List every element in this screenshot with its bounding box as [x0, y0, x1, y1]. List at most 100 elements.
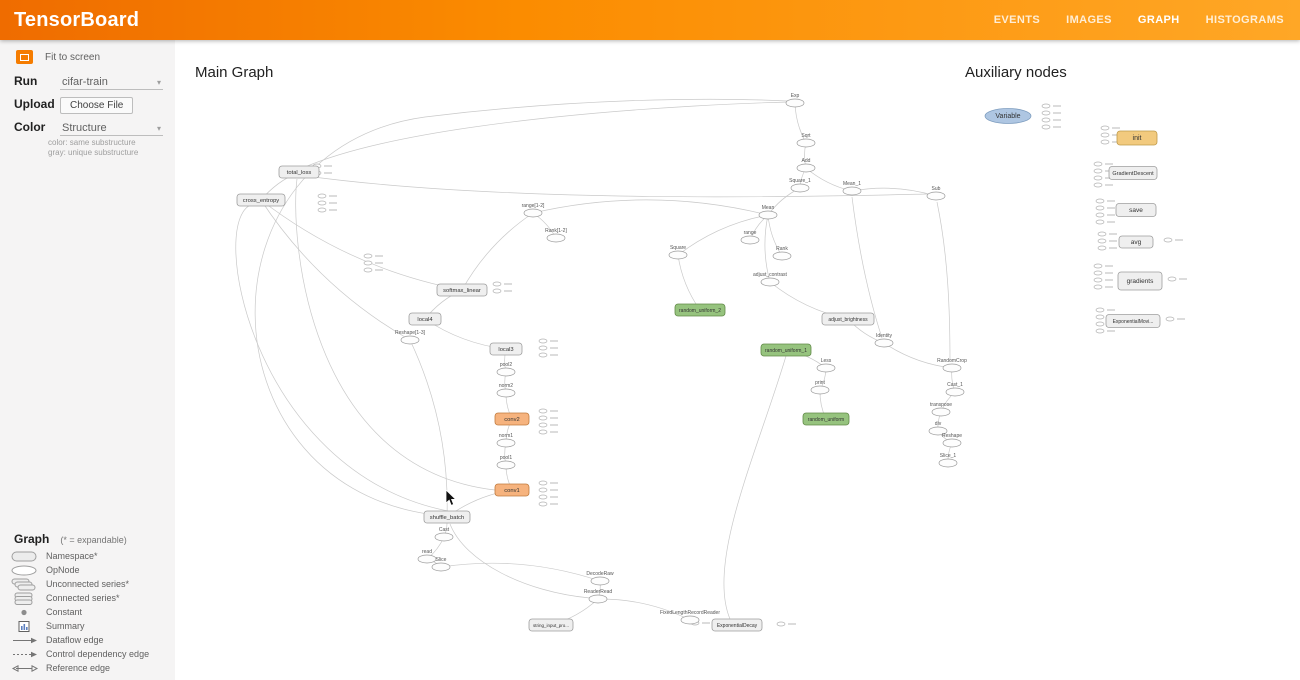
graph-node-Exp[interactable]: Exp: [785, 93, 805, 108]
ghost-node: [1097, 245, 1107, 251]
chevron-down-icon: ▾: [156, 77, 161, 87]
ghost-node: [1163, 237, 1173, 243]
legend-item-constant: Constant: [0, 605, 175, 619]
graph-node-softmax_linear[interactable]: softmax_linear: [436, 283, 488, 297]
ghost-label: [550, 347, 558, 349]
graph-node-Slice[interactable]: Slice: [431, 557, 451, 572]
graph-node-local3[interactable]: local3: [489, 342, 523, 356]
legend-title: Graph: [14, 532, 50, 546]
graph-node-Reshape[interactable]: Reshape: [942, 433, 962, 448]
summary-icon: [10, 620, 46, 633]
graph-node-pool2[interactable]: pool2: [496, 362, 516, 377]
fit-to-screen-icon[interactable]: [16, 50, 33, 64]
ghost-node: [538, 429, 548, 435]
run-value: cifar-train: [62, 76, 108, 88]
graph-node-total_loss[interactable]: total_loss: [278, 165, 320, 179]
graph-node-Mean[interactable]: Mean: [758, 205, 778, 220]
run-select[interactable]: cifar-train ▾: [60, 75, 163, 90]
svg-text:RandomCrop: RandomCrop: [937, 358, 967, 364]
choose-file-button[interactable]: Choose File: [60, 97, 134, 114]
svg-text:init: init: [1133, 135, 1142, 142]
graph-node-ExponentialMovi[interactable]: ExponentialMovi...: [1105, 314, 1161, 328]
svg-text:Variable: Variable: [995, 113, 1020, 120]
ghost-label: [329, 202, 337, 204]
graph-node-adjust_brightness[interactable]: adjust_brightness: [821, 312, 875, 326]
graph-node-Add[interactable]: Add: [796, 158, 816, 173]
graph-node-conv1[interactable]: conv1: [494, 483, 530, 497]
graph-node-Less[interactable]: Less: [816, 358, 836, 373]
graph-node-init[interactable]: init: [1116, 130, 1158, 146]
graph-node-Cast_1[interactable]: Cast_1: [945, 382, 965, 397]
graph-node-avg[interactable]: avg: [1118, 235, 1154, 249]
graph-edge: [676, 254, 701, 311]
svg-text:range[1-2]: range[1-2]: [522, 203, 545, 209]
graph-edge: [295, 178, 496, 491]
unconnected-series-icon: [10, 578, 46, 591]
graph-node-Sub[interactable]: Sub: [926, 186, 946, 201]
opnode-icon: [10, 564, 46, 577]
graph-node-norm2[interactable]: norm2: [496, 383, 516, 398]
graph-edge: [597, 598, 691, 621]
nav-graph[interactable]: GRAPH: [1137, 14, 1180, 26]
graph-node-rangem[interactable]: range: [740, 230, 760, 245]
upload-row: Upload Choose File: [14, 97, 163, 114]
graph-node-Reshape13[interactable]: Reshape[1-3]: [395, 330, 426, 345]
graph-node-printop[interactable]: print: [810, 380, 830, 395]
legend-item-control-dependency-edge: Control dependency edge: [0, 647, 175, 661]
graph-node-save[interactable]: save: [1115, 203, 1157, 217]
graph-node-Rankm[interactable]: Rank: [772, 246, 792, 261]
nav-histograms[interactable]: HISTOGRAMS: [1205, 14, 1284, 26]
graph-node-Slice_1[interactable]: Slice_1: [938, 453, 958, 468]
graph-node-GradientDescent[interactable]: GradientDescent: [1108, 166, 1158, 180]
fit-to-screen-row: Fit to screen: [16, 50, 100, 64]
graph-node-shuffle_batch[interactable]: shuffle_batch: [423, 510, 471, 524]
graph-node-read[interactable]: read: [417, 549, 437, 564]
graph-node-RandomCrop[interactable]: RandomCrop: [937, 358, 967, 373]
ghost-label: [550, 496, 558, 498]
graph-node-norm1[interactable]: norm1: [496, 433, 516, 448]
graph-node-Sqrt[interactable]: Sqrt: [796, 133, 816, 148]
graph-node-Variable[interactable]: Variable: [984, 108, 1032, 124]
graph-node-random_uniform_2[interactable]: random_uniform_2: [674, 303, 726, 317]
graph-node-divop[interactable]: div: [928, 421, 948, 436]
graph-node-conv2[interactable]: conv2: [494, 412, 530, 426]
graph-node-gradients[interactable]: gradients: [1117, 271, 1163, 291]
nav-events[interactable]: EVENTS: [993, 14, 1041, 26]
graph-node-random_uniform[interactable]: random_uniform: [802, 412, 850, 426]
color-select[interactable]: Structure ▾: [60, 121, 163, 136]
graph-node-Rank12[interactable]: Rank[1-2]: [545, 228, 567, 243]
graph-node-Cast[interactable]: Cast: [434, 527, 454, 542]
ghost-label: [550, 410, 558, 412]
graph-node-transpose[interactable]: transpose: [930, 402, 952, 417]
nav-images[interactable]: IMAGES: [1066, 14, 1112, 26]
graph-node-range12[interactable]: range[1-2]: [522, 203, 545, 218]
graph-node-string_input[interactable]: string_input_pro...: [528, 618, 574, 632]
ghost-node: [1095, 307, 1105, 313]
graph-node-ReaderRead[interactable]: ReaderRead: [584, 589, 613, 604]
graph-node-pool1[interactable]: pool1: [496, 455, 516, 470]
ghost-label: [702, 622, 710, 624]
ghost-node: [1100, 139, 1110, 145]
graph-node-adjust_contrast[interactable]: adjust_contrast: [753, 272, 788, 287]
graph-node-FixedLengthRecordReader[interactable]: FixedLengthRecordReader: [660, 610, 720, 625]
ghost-node: [538, 338, 548, 344]
graph-node-Mean_1[interactable]: Mean_1: [842, 181, 862, 196]
graph-node-cross_entropy[interactable]: cross_entropy: [236, 193, 286, 207]
graph-node-random_uniform_1[interactable]: random_uniform_1: [760, 343, 812, 357]
ghost-label: [1105, 272, 1113, 274]
graph-node-local4[interactable]: local4: [408, 312, 442, 326]
graph-legend: Graph (* = expandable) Namespace* OpNode: [0, 532, 175, 675]
ghost-label: [329, 195, 337, 197]
svg-text:Reshape: Reshape: [942, 433, 962, 439]
graph-node-Identity[interactable]: Identity: [874, 333, 894, 348]
ghost-node: [1097, 231, 1107, 237]
graph-node-DecodeRaw[interactable]: DecodeRaw: [586, 571, 614, 586]
graph-node-Square[interactable]: Square: [668, 245, 688, 260]
graph-node-Square_1[interactable]: Square_1: [789, 178, 811, 193]
svg-text:Square: Square: [670, 245, 686, 251]
svg-text:pool1: pool1: [500, 455, 512, 461]
graph-node-ExponentialDecay[interactable]: ExponentialDecay: [711, 618, 763, 632]
graph-edge: [936, 201, 951, 363]
